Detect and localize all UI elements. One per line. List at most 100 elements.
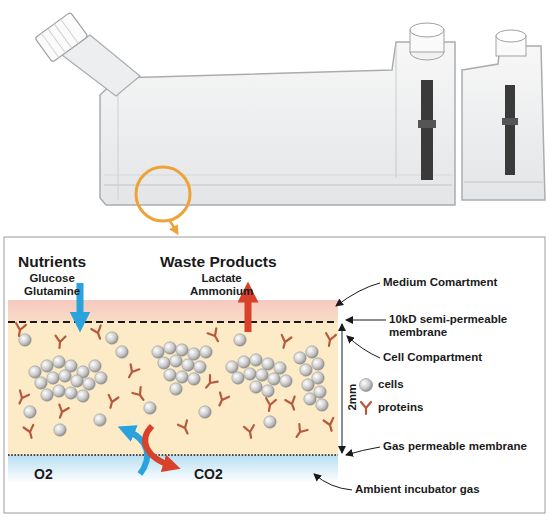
cell-sphere (274, 362, 286, 374)
cell-sphere (41, 389, 53, 401)
cell-sphere (194, 361, 206, 373)
legend-label: proteins (378, 401, 423, 414)
protein-symbol (54, 336, 65, 349)
cell-sphere (302, 379, 314, 391)
protein-symbol (178, 420, 192, 435)
protein-symbol (202, 375, 217, 391)
protein-symbol (55, 405, 69, 420)
cell-sphere (182, 359, 194, 371)
callout-label: Cell Compartment (383, 351, 482, 364)
flask-post (418, 120, 436, 128)
gas-label: CO2 (194, 466, 223, 482)
cell-sphere (164, 342, 176, 354)
cell-sphere (152, 346, 164, 358)
co2-arrow (145, 426, 172, 466)
cell-sphere (256, 369, 268, 381)
protein-symbol (24, 425, 37, 439)
cell-band (8, 322, 338, 455)
protein-symbol (208, 328, 223, 343)
flask-body (462, 46, 545, 200)
flask-line (396, 44, 397, 178)
semi-permeable-membrane (8, 321, 338, 323)
cell-sphere (54, 424, 66, 436)
gas-band (8, 455, 338, 483)
protein-symbol (132, 387, 147, 403)
cell-sphere (250, 381, 262, 393)
cell-sphere (268, 373, 280, 385)
protein-symbol (244, 425, 256, 439)
cell-sphere (176, 371, 188, 383)
cell-sphere (47, 372, 59, 384)
gas-label: O2 (34, 466, 53, 482)
cell-sphere (264, 416, 276, 428)
cell-sphere (116, 346, 128, 358)
flask-line (464, 181, 543, 182)
cell-sphere (29, 366, 41, 378)
cell-sphere (232, 372, 244, 384)
cell-sphere (77, 390, 89, 402)
cell-sphere (188, 348, 200, 360)
flask-post (421, 80, 433, 180)
protein-symbol (106, 395, 119, 409)
protein-symbol (292, 424, 307, 440)
flask-line (104, 175, 452, 176)
flask-photo (35, 12, 455, 205)
leader-line (347, 336, 380, 358)
cell-sphere (144, 402, 156, 414)
protein-symbol (264, 398, 276, 412)
cell-sphere (35, 377, 47, 389)
cell-sphere (176, 344, 188, 356)
protein-symbol (215, 392, 229, 407)
cell-sphere (65, 387, 77, 399)
cell-sphere (306, 346, 318, 358)
cell-sphere (312, 358, 324, 370)
protein-symbol (15, 390, 29, 405)
cell-sphere (200, 346, 212, 358)
flask-photo (462, 30, 545, 200)
cell-sphere (280, 375, 292, 387)
cell-sphere (53, 385, 65, 397)
group-heading: Nutrients (18, 253, 86, 271)
protein-symbol (279, 335, 292, 349)
flask-line (104, 184, 452, 185)
cell-sphere (19, 334, 31, 346)
flask-post (502, 118, 518, 125)
cell-sphere (304, 393, 316, 405)
cell-sphere (71, 375, 83, 387)
cell-sphere (158, 357, 170, 369)
flask-post (505, 85, 515, 175)
gas-membrane (8, 454, 338, 456)
cell-sphere (164, 369, 176, 381)
cell-sphere (244, 368, 256, 380)
flask-cap (410, 23, 444, 37)
leader-line (336, 283, 380, 306)
dimension-label: 2mm (346, 385, 359, 411)
callout-label: Gas permeable membrane (383, 440, 527, 453)
protein-symbol (125, 364, 140, 379)
flask-cap (35, 12, 88, 62)
cell-sample (360, 379, 373, 392)
protein-symbol (91, 326, 105, 341)
cell-sphere (170, 383, 182, 395)
cell-sphere (262, 358, 274, 370)
zoom-circle (136, 167, 190, 221)
zoom-arrow (170, 221, 176, 231)
callout-label: 10kD semi-permeable membrane (389, 313, 519, 339)
cell-sphere (94, 414, 106, 426)
cell-sphere (53, 356, 65, 368)
cell-sphere (24, 406, 36, 418)
group-heading: Waste Products (160, 253, 277, 271)
cell-sphere (170, 355, 182, 367)
cell-sphere (89, 360, 101, 372)
cell-sphere (234, 334, 246, 346)
cell-group (19, 332, 328, 436)
waste-list: Lactate Ammonium (190, 272, 253, 298)
nutrient-list: Glucose Glutamine (24, 272, 80, 298)
cell-sphere (300, 364, 312, 376)
cell-sphere (106, 332, 118, 344)
protein-symbol (285, 397, 299, 412)
cell-sphere (199, 406, 211, 418)
legend-label: cells (378, 378, 404, 391)
flask-cap (496, 30, 526, 42)
